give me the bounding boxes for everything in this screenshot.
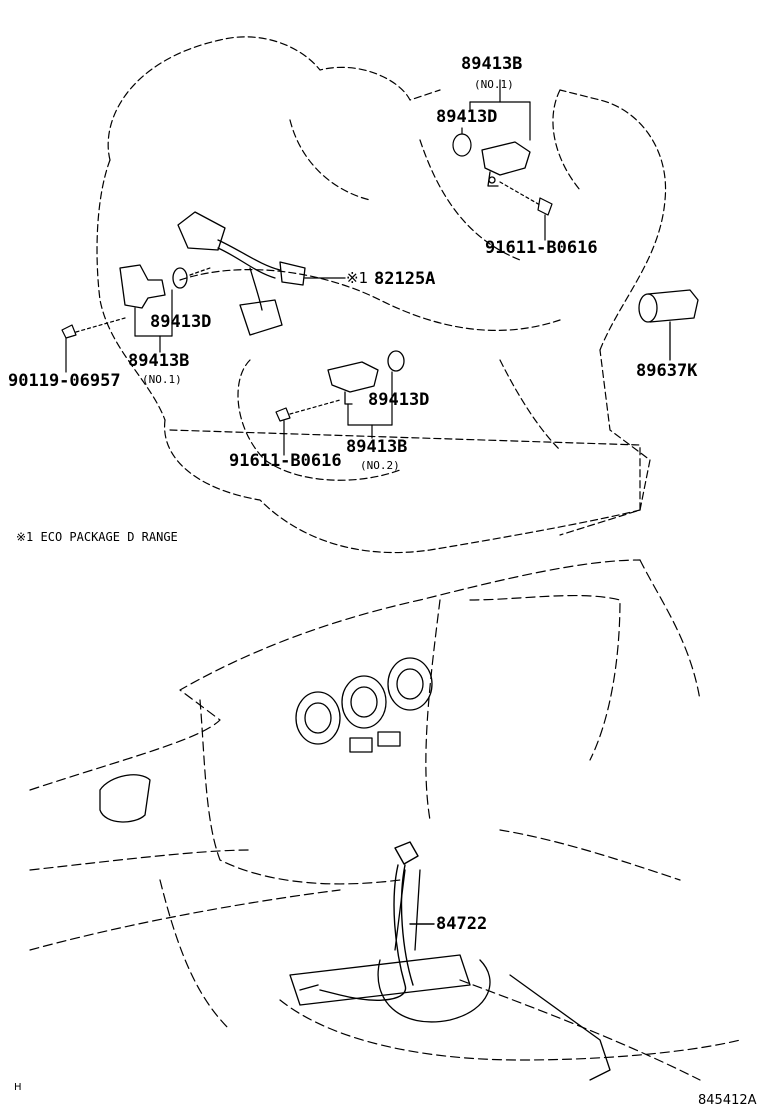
leader-lines-top xyxy=(461,79,531,141)
label-90119[interactable]: 90119-06957 xyxy=(8,371,121,391)
label-89413d-mid[interactable]: 89413D xyxy=(368,390,430,410)
label-89413b-top[interactable]: 89413B xyxy=(461,54,523,74)
bolt-91611-mid[interactable] xyxy=(275,399,341,456)
label-84722[interactable]: 84722 xyxy=(436,914,488,934)
label-89413b-left[interactable]: 89413B xyxy=(128,351,190,371)
sensor-89413b-no2[interactable] xyxy=(327,350,405,405)
transmission-outline xyxy=(96,36,667,554)
cable-84722[interactable] xyxy=(299,841,435,1001)
sensor-89413b-no1-top[interactable] xyxy=(481,141,531,187)
label-89413d-left[interactable]: 89413D xyxy=(150,312,212,332)
shift-lever-area xyxy=(289,869,611,1081)
bolt-90119[interactable] xyxy=(61,317,126,373)
leader-lines-left xyxy=(134,289,173,353)
wire-harness-82125a[interactable] xyxy=(177,211,346,336)
o-ring-89413d-top[interactable] xyxy=(452,133,472,157)
label-89413b-mid-sub: (NO.2) xyxy=(360,459,400,472)
dash-vents xyxy=(99,657,433,823)
label-89413d-top[interactable]: 89413D xyxy=(436,107,498,127)
bolt-91611-top[interactable] xyxy=(499,181,553,241)
sensor-89637k[interactable] xyxy=(638,289,699,361)
corner-mark: H xyxy=(14,1082,22,1093)
label-82125a[interactable]: 82125A xyxy=(374,269,436,289)
eco-package-note: ※1 ECO PACKAGE D RANGE xyxy=(16,530,178,544)
sensor-89413b-no1-left[interactable] xyxy=(119,264,211,309)
label-89637k[interactable]: 89637K xyxy=(636,361,698,381)
leader-lines-mid xyxy=(347,371,393,439)
drawing-code: 845412A xyxy=(698,1093,757,1108)
console-outline xyxy=(29,559,741,1081)
label-89413b-mid[interactable]: 89413B xyxy=(346,437,408,457)
label-82125a-mark: ※1 xyxy=(346,269,369,287)
label-91611-mid[interactable]: 91611-B0616 xyxy=(229,451,342,471)
label-89413b-top-sub: (NO.1) xyxy=(474,78,514,91)
transmission-pan xyxy=(169,429,641,536)
label-91611-top[interactable]: 91611-B0616 xyxy=(485,238,598,258)
label-89413b-left-sub: (NO.1) xyxy=(142,373,182,386)
